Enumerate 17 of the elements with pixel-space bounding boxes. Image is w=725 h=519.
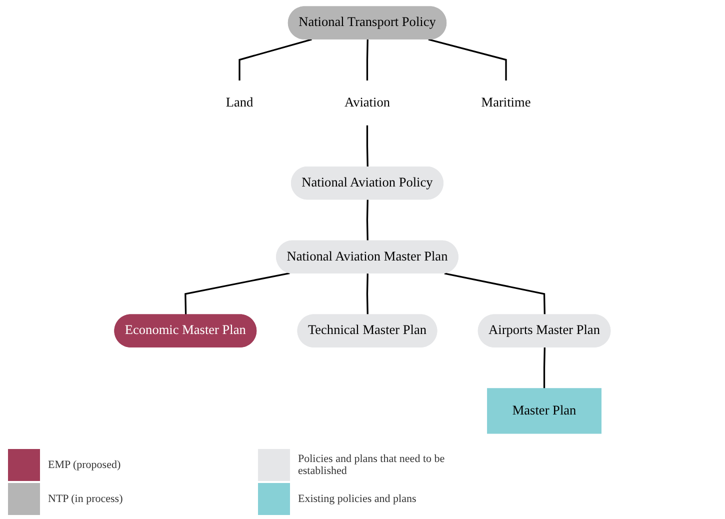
node-text: Land [226, 95, 254, 110]
connector [366, 39, 369, 81]
legend-label: NTP (in process) [48, 493, 123, 505]
connector [184, 272, 290, 316]
legend-label: EMP (proposed) [48, 459, 121, 471]
node-box: Master Plan [487, 388, 602, 434]
connector [366, 125, 369, 168]
node-text: Aviation [344, 95, 390, 110]
legend-label: Policies and plans that need to be established [298, 453, 446, 477]
connector [544, 347, 546, 389]
connector [366, 274, 369, 316]
legend-label: Existing policies and plans [298, 493, 416, 505]
connector [444, 272, 546, 316]
connector [238, 38, 312, 81]
connector [428, 38, 507, 81]
connector [366, 200, 369, 242]
node-text: Maritime [481, 95, 531, 110]
